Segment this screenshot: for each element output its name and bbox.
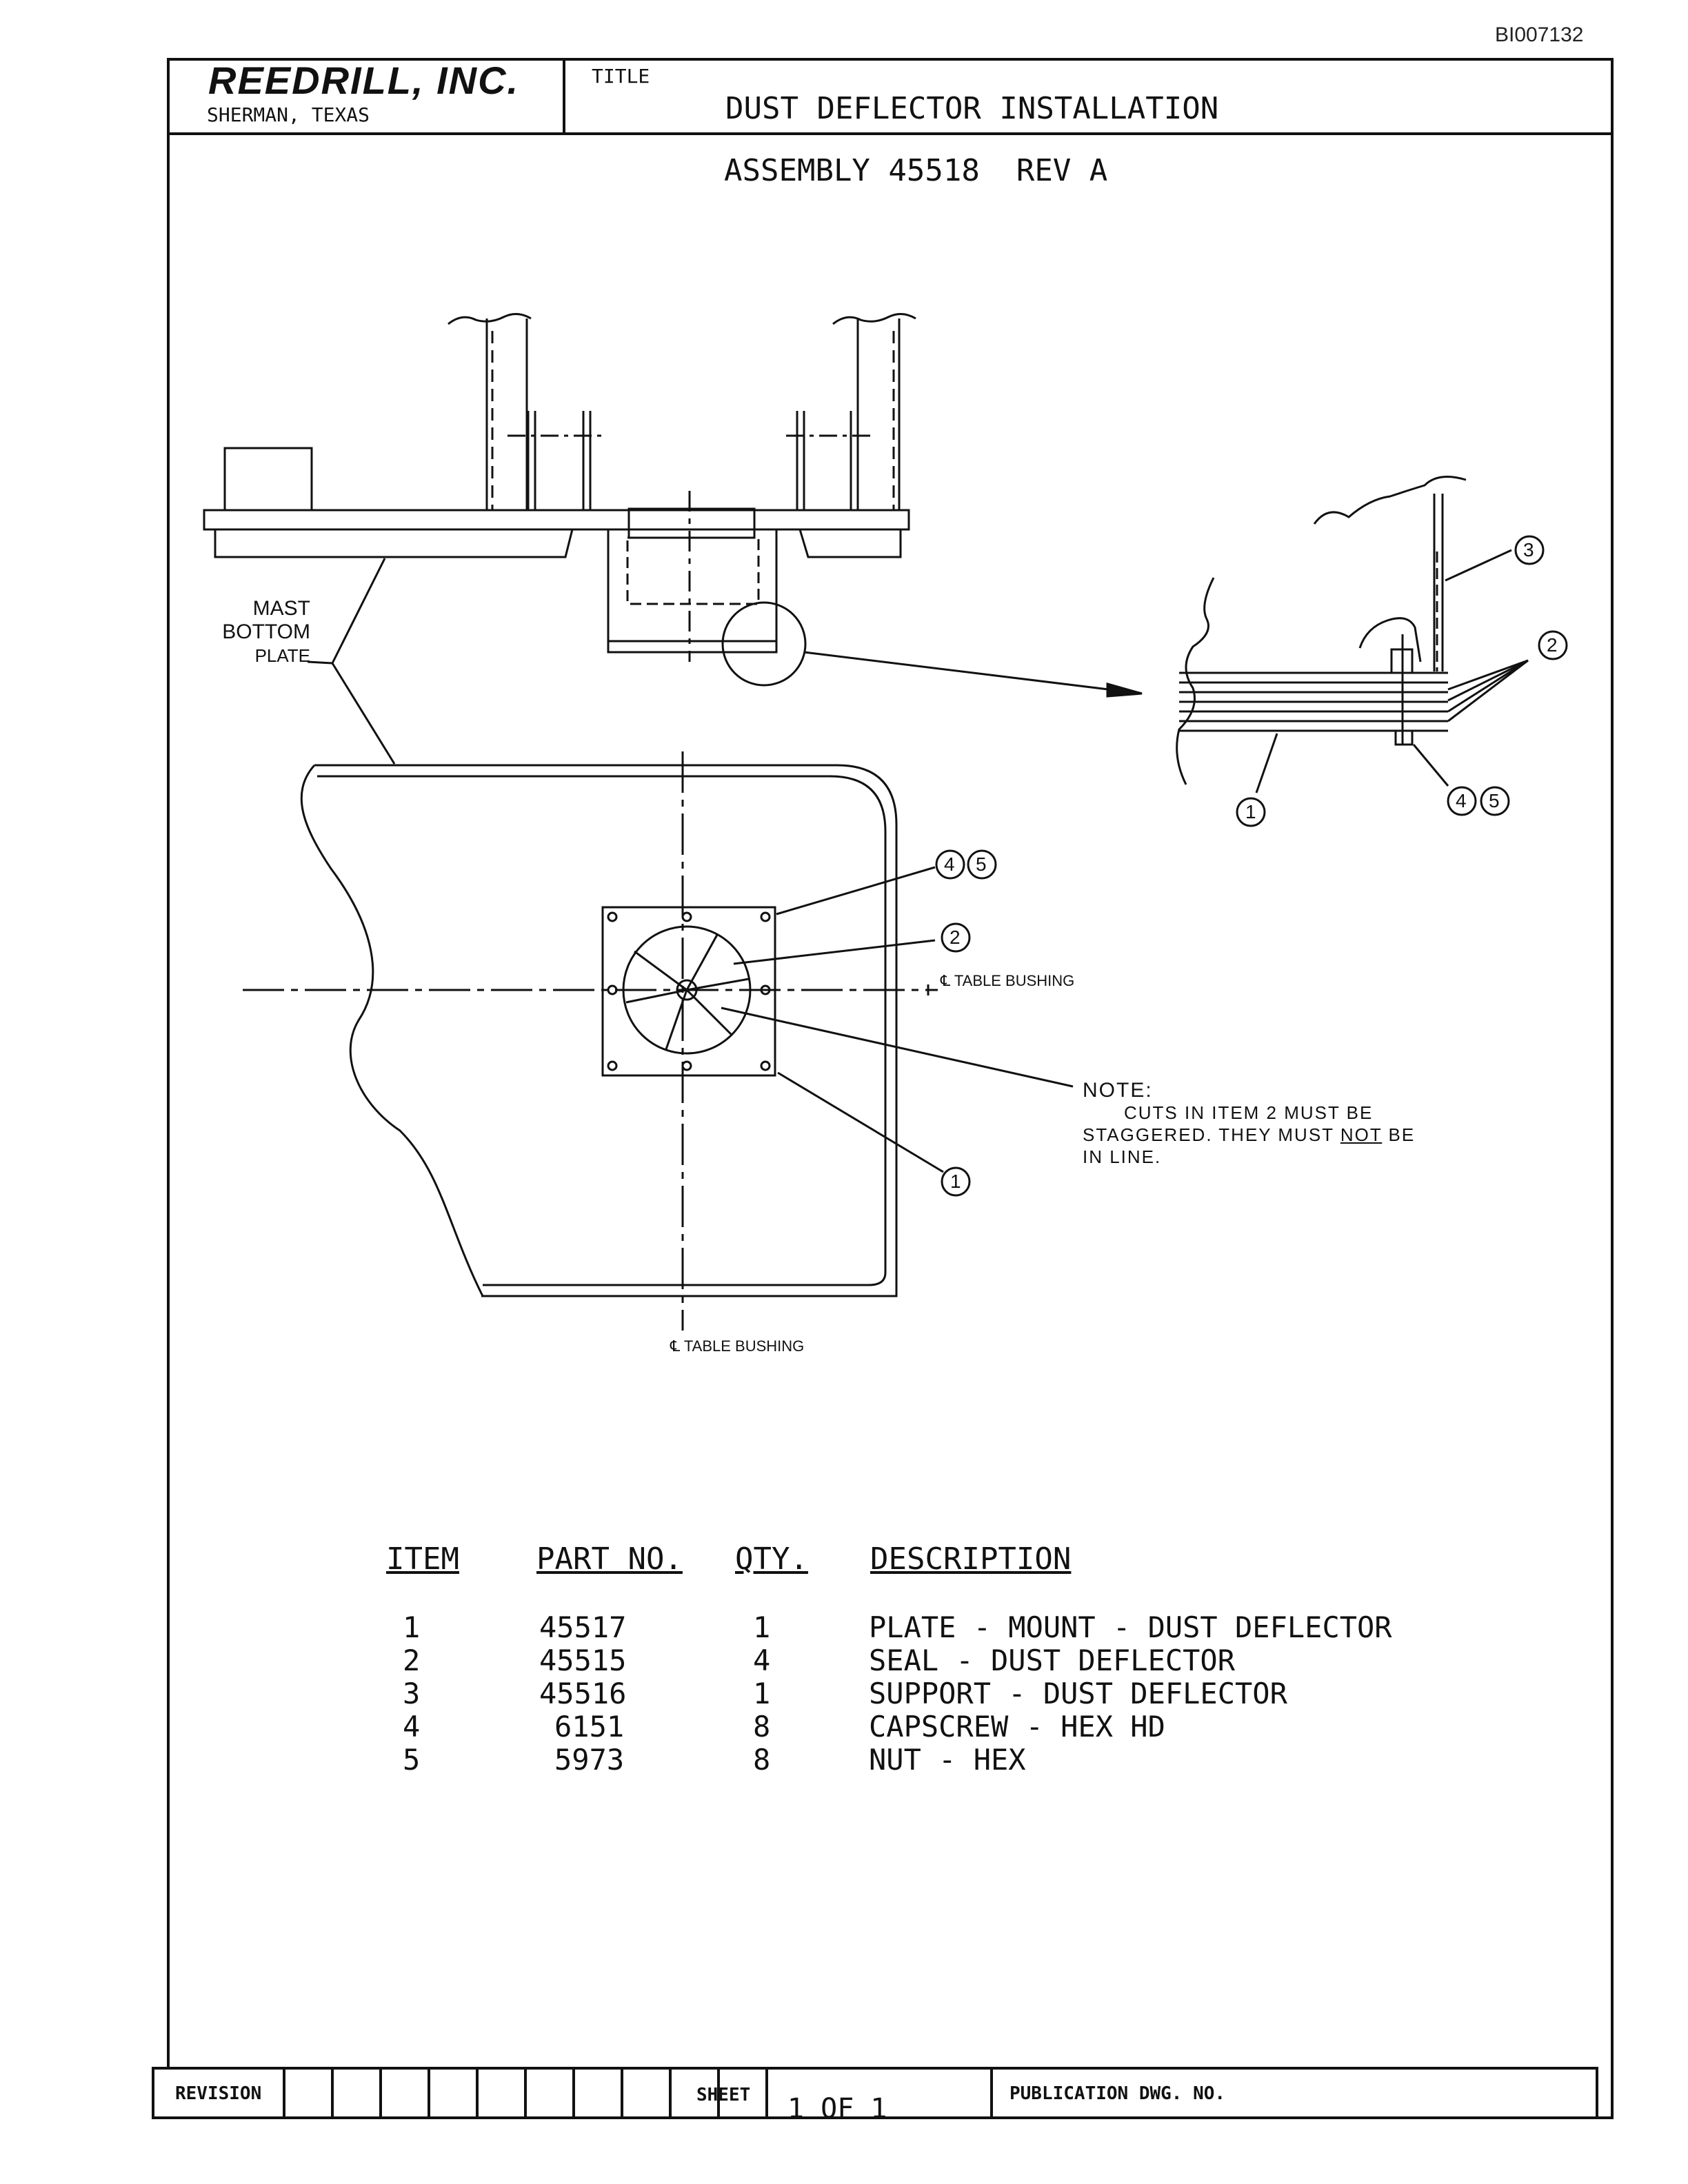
table-row: 1 45517 1 PLATE - MOUNT - DUST DEFLECTOR bbox=[386, 1610, 1407, 1644]
header-item: ITEM bbox=[386, 1541, 459, 1577]
rev-divider bbox=[572, 2070, 575, 2116]
note-line2: STAGGERED. THEY MUST bbox=[1083, 1124, 1334, 1145]
note-line1: CUTS IN ITEM 2 MUST BE bbox=[1124, 1102, 1374, 1123]
rev-divider bbox=[331, 2070, 334, 2116]
mast-label-line2: BOTTOM bbox=[222, 620, 310, 643]
company-location: SHERMAN, TEXAS bbox=[207, 103, 370, 126]
technical-drawing bbox=[203, 313, 1568, 1331]
row-description: SEAL - DUST DEFLECTOR bbox=[869, 1644, 1236, 1677]
drawing-title: DUST DEFLECTOR INSTALLATION bbox=[725, 91, 1219, 126]
callout-1-plan: 1 bbox=[950, 1171, 961, 1192]
rev-divider bbox=[476, 2070, 479, 2116]
rev-divider bbox=[669, 2070, 672, 2116]
row-description: SUPPORT - DUST DEFLECTOR bbox=[869, 1677, 1287, 1710]
rev-divider bbox=[379, 2070, 382, 2116]
row-qty: 8 bbox=[753, 1710, 771, 1743]
callout-4-detail: 4 bbox=[1456, 790, 1467, 811]
callout-1-detail: 1 bbox=[1245, 801, 1256, 822]
rev-divider bbox=[428, 2070, 430, 2116]
centerline-label-horizontal: ℄ TABLE BUSHING bbox=[941, 972, 1075, 989]
row-qty: 8 bbox=[753, 1743, 771, 1777]
pub-divider bbox=[990, 2070, 993, 2116]
callout-5-detail: 5 bbox=[1489, 790, 1500, 811]
row-part-no: 6151 bbox=[554, 1710, 625, 1743]
table-row: 4 6151 8 CAPSCREW - HEX HD bbox=[386, 1710, 1407, 1743]
row-item: 2 bbox=[403, 1644, 421, 1677]
row-item: 1 bbox=[403, 1610, 421, 1644]
note-line3: IN LINE. bbox=[1083, 1146, 1162, 1167]
header-part-no: PART NO. bbox=[536, 1541, 683, 1577]
row-part-no: 45517 bbox=[539, 1610, 627, 1644]
note-line2-wrap: STAGGERED. THEY MUST NOT BE bbox=[1083, 1124, 1469, 1146]
row-description: NUT - HEX bbox=[869, 1743, 1026, 1777]
row-item: 4 bbox=[403, 1710, 421, 1743]
rev-divider bbox=[283, 2070, 285, 2116]
sheet-value: 1 OF 1 bbox=[787, 2093, 887, 2125]
callout-5-plan: 5 bbox=[976, 853, 987, 875]
centerline-label-vertical: ℄ TABLE BUSHING bbox=[670, 1337, 805, 1355]
row-part-no: 45515 bbox=[539, 1644, 627, 1677]
note-not: NOT bbox=[1340, 1124, 1383, 1145]
row-part-no: 45516 bbox=[539, 1677, 627, 1710]
callout-2-detail: 2 bbox=[1547, 634, 1558, 656]
company-name: REEDRILL, INC. bbox=[208, 59, 520, 102]
row-part-no: 5973 bbox=[554, 1743, 625, 1777]
note-title: NOTE: bbox=[1083, 1079, 1153, 1102]
title-label: TITLE bbox=[592, 65, 650, 88]
table-row: 2 45515 4 SEAL - DUST DEFLECTOR bbox=[386, 1644, 1407, 1677]
document-id: BI007132 bbox=[1495, 23, 1584, 46]
note-be: BE bbox=[1388, 1124, 1416, 1145]
title-block: REEDRILL, INC. SHERMAN, TEXAS TITLE DUST… bbox=[167, 58, 1614, 135]
title-block-divider bbox=[563, 58, 565, 135]
row-item: 3 bbox=[403, 1677, 421, 1710]
header-description: DESCRIPTION bbox=[870, 1541, 1072, 1577]
rev-divider bbox=[524, 2070, 527, 2116]
assembly-number: ASSEMBLY 45518 REV A bbox=[724, 153, 1108, 188]
row-item: 5 bbox=[403, 1743, 421, 1777]
installation-note: NOTE: CUTS IN ITEM 2 MUST BE STAGGERED. … bbox=[1083, 1080, 1469, 1168]
publication-dwg-label: PUBLICATION DWG. NO. bbox=[1009, 2083, 1226, 2104]
rev-divider bbox=[621, 2070, 623, 2116]
row-description: CAPSCREW - HEX HD bbox=[869, 1710, 1165, 1743]
callout-3-detail: 3 bbox=[1523, 539, 1534, 560]
rev-divider bbox=[717, 2070, 720, 2116]
row-qty: 1 bbox=[753, 1610, 771, 1644]
mast-label-line1: MAST bbox=[252, 597, 310, 620]
callout-2-plan: 2 bbox=[950, 927, 961, 948]
footer-strip: REVISION SHEET 1 OF 1 PUBLICATION DWG. N… bbox=[152, 2067, 1598, 2125]
row-qty: 1 bbox=[753, 1677, 771, 1710]
callout-4-plan: 4 bbox=[944, 853, 955, 875]
table-row: 5 5973 8 NUT - HEX bbox=[386, 1743, 1407, 1777]
rev-divider bbox=[765, 2070, 768, 2116]
table-row: 3 45516 1 SUPPORT - DUST DEFLECTOR bbox=[386, 1677, 1407, 1710]
mast-bottom-plate-label: MAST BOTTOM PLATE bbox=[207, 597, 310, 667]
row-qty: 4 bbox=[753, 1644, 771, 1677]
row-description: PLATE - MOUNT - DUST DEFLECTOR bbox=[869, 1610, 1392, 1644]
sheet-label: SHEET bbox=[696, 2085, 751, 2105]
revision-label: REVISION bbox=[175, 2083, 262, 2104]
header-qty: QTY. bbox=[735, 1541, 808, 1577]
mast-label-line3: PLATE bbox=[254, 645, 310, 666]
